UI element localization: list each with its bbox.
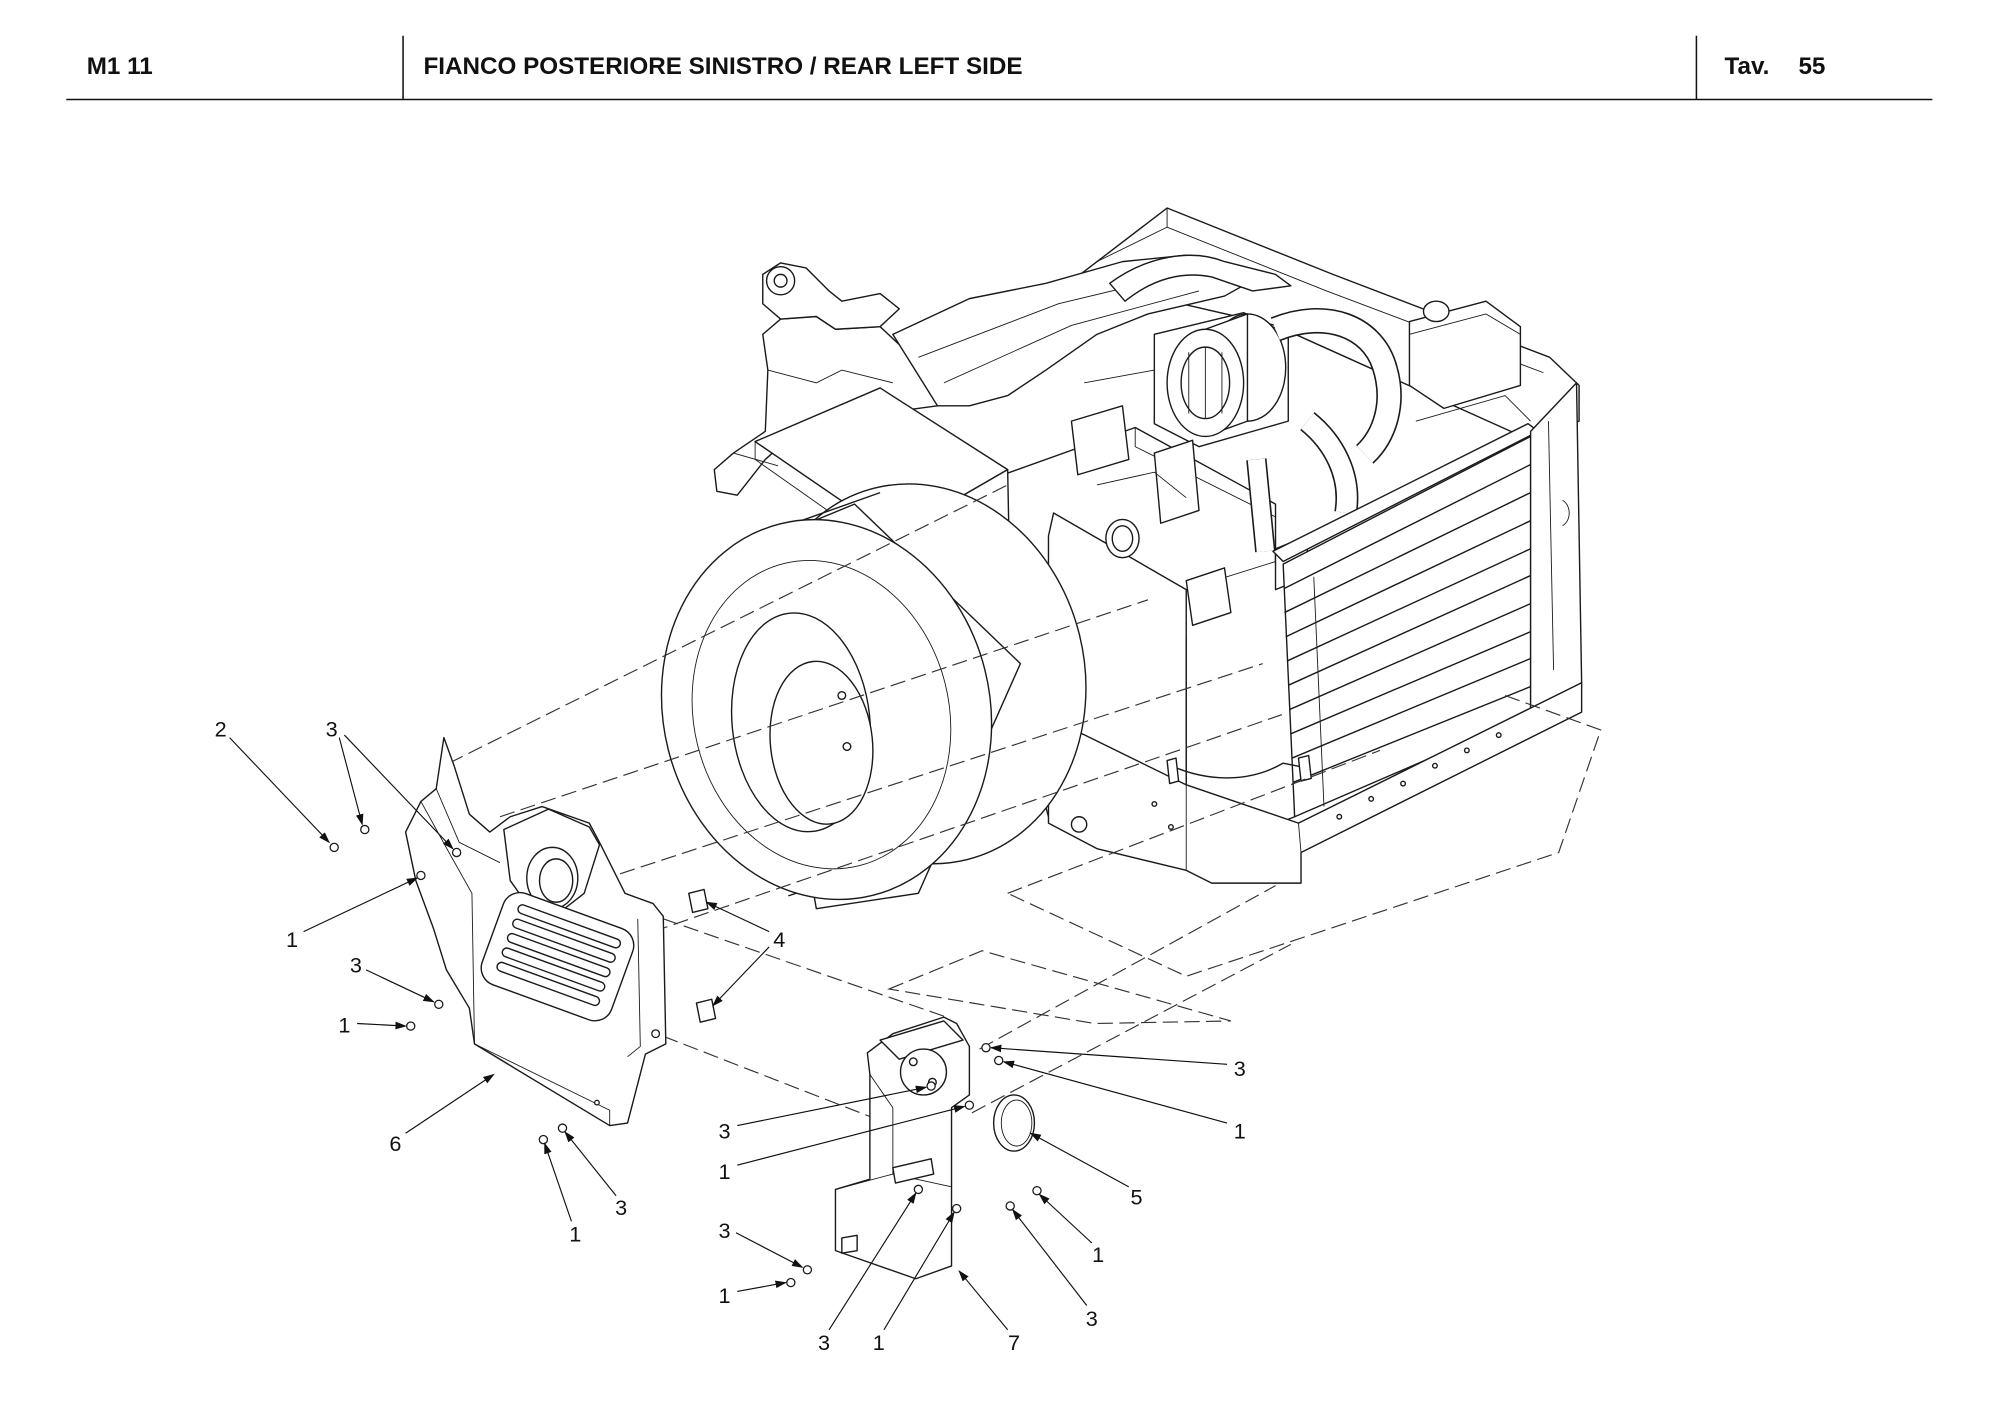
- leader-line: [1038, 1193, 1093, 1244]
- expansion-tank: [1408, 300, 1522, 410]
- leader-line: [1011, 1208, 1088, 1306]
- screw: [1032, 1185, 1042, 1196]
- screw: [994, 1055, 1004, 1066]
- wheel-bolt: [842, 742, 852, 752]
- rear-cover-panel: [834, 1016, 971, 1280]
- clip-nut: [688, 888, 709, 914]
- engine-components: [1070, 300, 1531, 627]
- leader-line: [712, 946, 770, 1007]
- callout-label: 3: [350, 952, 362, 977]
- rear-left-tire: [660, 483, 1087, 910]
- leader-line: [343, 734, 454, 850]
- fasteners: [329, 824, 1042, 1288]
- hose-strip: [1108, 254, 1292, 302]
- round-plug: [992, 1094, 1036, 1152]
- tank-cap: [1422, 300, 1450, 323]
- callout-label: 1: [1092, 1242, 1104, 1267]
- callout-label: 6: [389, 1131, 401, 1156]
- air-duct-cover: [892, 254, 1258, 407]
- callout-label: 3: [718, 1118, 730, 1143]
- rear-left-side-panel: [404, 736, 667, 1127]
- callout-label: 3: [818, 1330, 830, 1355]
- clip-nut: [695, 998, 717, 1023]
- screw: [786, 1277, 796, 1288]
- leader-line: [1029, 1132, 1130, 1188]
- leader-lines: [229, 734, 1228, 1331]
- radiator-fins: [1284, 463, 1531, 807]
- model-code: M1 11: [87, 53, 153, 80]
- screw: [416, 870, 426, 881]
- chassis-bolt-holes: [1151, 732, 1502, 830]
- callout-label: 4: [773, 927, 785, 952]
- leader-line: [828, 1192, 917, 1331]
- cover-slot: [892, 1158, 935, 1184]
- wheel-bolt: [837, 690, 847, 701]
- leader-line: [989, 1044, 1228, 1065]
- leader-line: [405, 1073, 495, 1134]
- chassis-bottom-plate: [1047, 682, 1583, 884]
- assembly-guide-lines: [448, 484, 1602, 1122]
- washer: [1005, 1201, 1015, 1211]
- intake-pipe: [1300, 413, 1357, 515]
- table-number: 55: [1798, 53, 1825, 80]
- screw: [405, 1021, 416, 1031]
- leader-line: [303, 877, 419, 933]
- callout-label: 7: [1008, 1330, 1020, 1355]
- washer: [557, 1123, 568, 1133]
- callout-label: 1: [286, 927, 298, 952]
- leader-line: [544, 1142, 572, 1222]
- leader-line: [737, 1085, 928, 1127]
- leader-line: [229, 737, 330, 844]
- screw: [538, 1134, 549, 1145]
- right-side-housing: [1529, 382, 1583, 716]
- turbo-pipe: [1271, 309, 1401, 463]
- page-title: FIANCO POSTERIORE SINISTRO / REAR LEFT S…: [423, 53, 1022, 80]
- callout-label: 3: [1234, 1056, 1246, 1081]
- callout-label: 1: [338, 1012, 350, 1037]
- callout-label: 1: [718, 1283, 730, 1308]
- washer: [360, 824, 370, 835]
- tank-strap: [1170, 762, 1309, 779]
- lifting-bracket: [762, 262, 900, 330]
- washer: [451, 847, 462, 858]
- screw: [964, 1100, 975, 1110]
- callout-label: 1: [569, 1222, 581, 1247]
- panel-grille: [480, 891, 635, 1022]
- washer: [802, 1265, 813, 1275]
- leader-line: [1002, 1060, 1228, 1124]
- leader-line: [883, 1211, 955, 1331]
- leader-line: [564, 1130, 617, 1197]
- leader-line: [705, 901, 770, 933]
- callout-label: 3: [1086, 1306, 1098, 1331]
- screw: [329, 842, 339, 853]
- leader-line: [365, 969, 435, 1003]
- machine-assembly: [660, 207, 1583, 910]
- callout-label: 1: [873, 1330, 885, 1355]
- leader-line: [737, 1105, 966, 1166]
- washer: [434, 999, 444, 1010]
- leader-line: [338, 737, 364, 826]
- callout-labels: 2 3 1 4 3 1 6 1 3 3 1 3 1 5 3 1 3 1 7 1 …: [215, 716, 1246, 1355]
- washer: [913, 1184, 924, 1195]
- table-label: Tav.: [1724, 53, 1769, 80]
- callout-label: 2: [215, 716, 227, 741]
- callout-label: 1: [1234, 1118, 1246, 1143]
- washer: [981, 1043, 991, 1053]
- callout-label: 1: [718, 1159, 730, 1184]
- leader-line: [958, 1270, 1009, 1331]
- callout-label: 3: [615, 1195, 627, 1220]
- washer: [926, 1081, 936, 1091]
- leader-line: [735, 1232, 804, 1268]
- leader-line: [737, 1280, 787, 1293]
- screw: [951, 1203, 962, 1214]
- leader-line: [357, 1021, 407, 1030]
- callout-label: 3: [718, 1218, 730, 1243]
- callout-label: 5: [1130, 1185, 1142, 1210]
- title-block: M1 11 FIANCO POSTERIORE SINISTRO / REAR …: [66, 35, 1933, 101]
- callout-label: 3: [326, 716, 338, 741]
- chassis-hole: [1070, 816, 1088, 833]
